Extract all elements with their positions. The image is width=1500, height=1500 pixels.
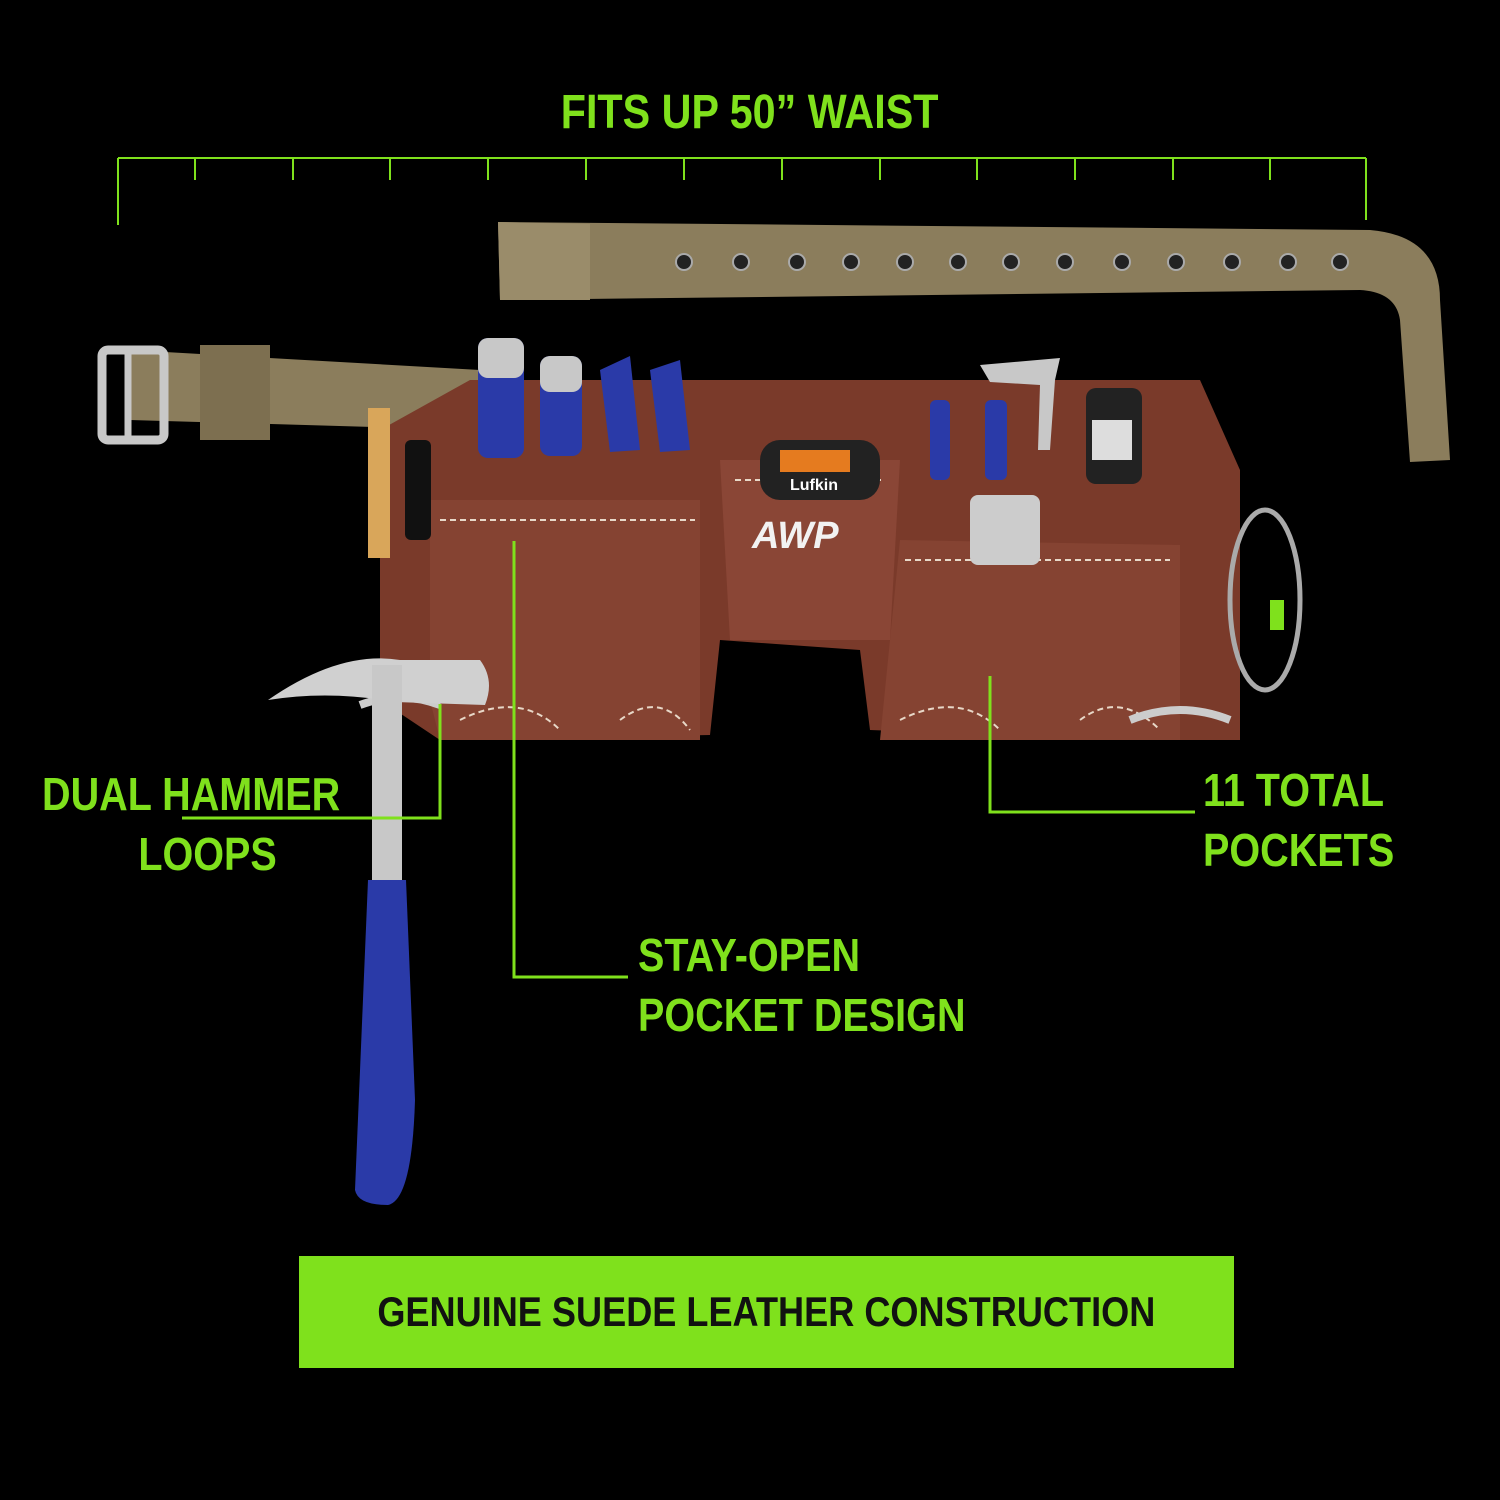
brand-logo: AWP	[751, 515, 839, 557]
leather-pouch: AWP	[380, 380, 1240, 740]
waist-size-heading: FITS UP 50” WAIST	[561, 86, 939, 139]
banner-text: GENUINE SUEDE LEATHER CONSTRUCTION	[377, 1288, 1156, 1335]
tools: Lufkin	[358, 338, 1303, 724]
callout-lines	[182, 541, 1195, 979]
callout-hammer-loops: DUAL HAMMER LOOPS	[42, 768, 341, 880]
belt-strap	[97, 222, 1450, 462]
tape-brand: Lufkin	[790, 477, 838, 494]
callout-total-pockets: 11 TOTAL POCKETS	[1203, 764, 1395, 876]
hammer	[268, 658, 489, 1205]
feature-banner: GENUINE SUEDE LEATHER CONSTRUCTION	[299, 1256, 1234, 1368]
callout-stay-open: STAY-OPEN POCKET DESIGN	[638, 929, 966, 1041]
waist-ruler	[117, 157, 1367, 225]
